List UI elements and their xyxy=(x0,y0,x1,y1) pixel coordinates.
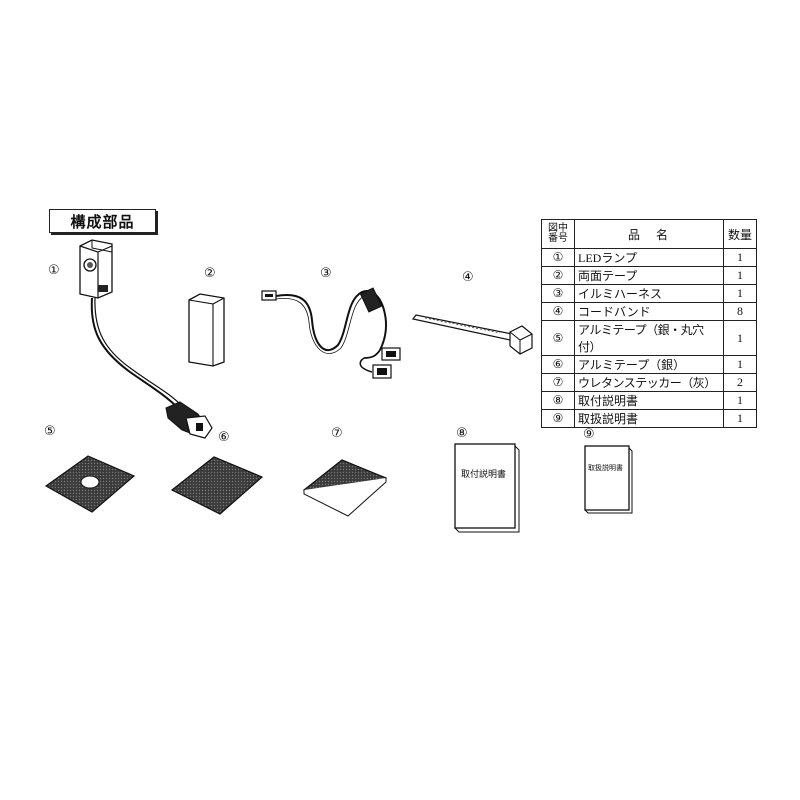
header-qty: 数量 xyxy=(723,219,757,249)
parts-table: 図中 番号 品 名 数量 ① LEDランプ 1 ② 両面テープ 1 ③ イルミハ… xyxy=(541,219,757,428)
double-sided-tape-drawing xyxy=(188,293,225,367)
aluminium-tape-with-hole-drawing xyxy=(44,455,136,513)
item-number-4: ④ xyxy=(462,270,474,285)
table-row: ④ コードバンド 8 xyxy=(541,302,757,321)
table-row: ② 両面テープ 1 xyxy=(541,266,757,285)
row-name: アルミテープ（銀・丸穴付） xyxy=(574,320,724,356)
row-qty: 8 xyxy=(723,302,757,321)
item-number-8: ⑧ xyxy=(456,426,468,441)
row-qty: 1 xyxy=(723,248,757,267)
row-qty: 1 xyxy=(723,355,757,374)
row-qty: 1 xyxy=(723,409,757,428)
header-number: 図中 番号 xyxy=(541,219,575,249)
row-number: ⑤ xyxy=(541,320,575,356)
header-name: 品 名 xyxy=(574,219,724,249)
item-number-6: ⑥ xyxy=(218,430,230,445)
table-row: ⑦ ウレタンステッカー（灰） 2 xyxy=(541,373,757,392)
install-manual-cover-text: 取付説明書 xyxy=(461,469,507,479)
row-number: ⑥ xyxy=(541,355,575,374)
section-title: 構成部品 xyxy=(49,209,156,233)
table-row: ⑥ アルミテープ（銀） 1 xyxy=(541,355,757,374)
row-name: アルミテープ（銀） xyxy=(574,355,724,374)
item-number-7: ⑦ xyxy=(331,426,343,441)
row-number: ① xyxy=(541,248,575,267)
row-qty: 1 xyxy=(723,320,757,356)
illumination-harness-drawing xyxy=(261,287,401,379)
row-name: コードバンド xyxy=(574,302,724,321)
row-qty: 1 xyxy=(723,266,757,285)
aluminium-tape-drawing xyxy=(170,456,264,515)
row-qty: 2 xyxy=(723,373,757,392)
table-row: ⑤ アルミテープ（銀・丸穴付） 1 xyxy=(541,320,757,356)
row-name: 両面テープ xyxy=(574,266,724,285)
item-number-9: ⑨ xyxy=(583,427,595,442)
handling-manual-drawing xyxy=(584,445,633,514)
table-row: ③ イルミハーネス 1 xyxy=(541,284,757,303)
cord-band-drawing xyxy=(411,314,533,355)
row-name: イルミハーネス xyxy=(574,284,724,303)
row-name: ウレタンステッカー（灰） xyxy=(574,373,724,392)
row-name: LEDランプ xyxy=(574,248,724,267)
row-number: ④ xyxy=(541,302,575,321)
row-qty: 1 xyxy=(723,284,757,303)
item-number-1: ① xyxy=(48,263,60,278)
table-header-row: 図中 番号 品 名 数量 xyxy=(541,219,757,249)
item-number-5: ⑤ xyxy=(44,424,56,439)
row-number: ⑦ xyxy=(541,373,575,392)
row-name: 取扱説明書 xyxy=(574,409,724,428)
row-number: ③ xyxy=(541,284,575,303)
item-number-2: ② xyxy=(204,266,216,281)
urethane-sticker-drawing xyxy=(302,459,388,517)
row-qty: 1 xyxy=(723,391,757,410)
table-row: ① LEDランプ 1 xyxy=(541,248,757,267)
handling-manual-cover-text: 取扱説明書 xyxy=(588,465,623,472)
installation-manual-drawing xyxy=(454,443,520,533)
led-lamp-drawing xyxy=(79,239,213,439)
row-number: ② xyxy=(541,266,575,285)
row-number: ⑨ xyxy=(541,409,575,428)
row-number: ⑧ xyxy=(541,391,575,410)
table-row: ⑨ 取扱説明書 1 xyxy=(541,409,757,428)
table-row: ⑧ 取付説明書 1 xyxy=(541,391,757,410)
row-name: 取付説明書 xyxy=(574,391,724,410)
item-number-3: ③ xyxy=(320,266,332,281)
